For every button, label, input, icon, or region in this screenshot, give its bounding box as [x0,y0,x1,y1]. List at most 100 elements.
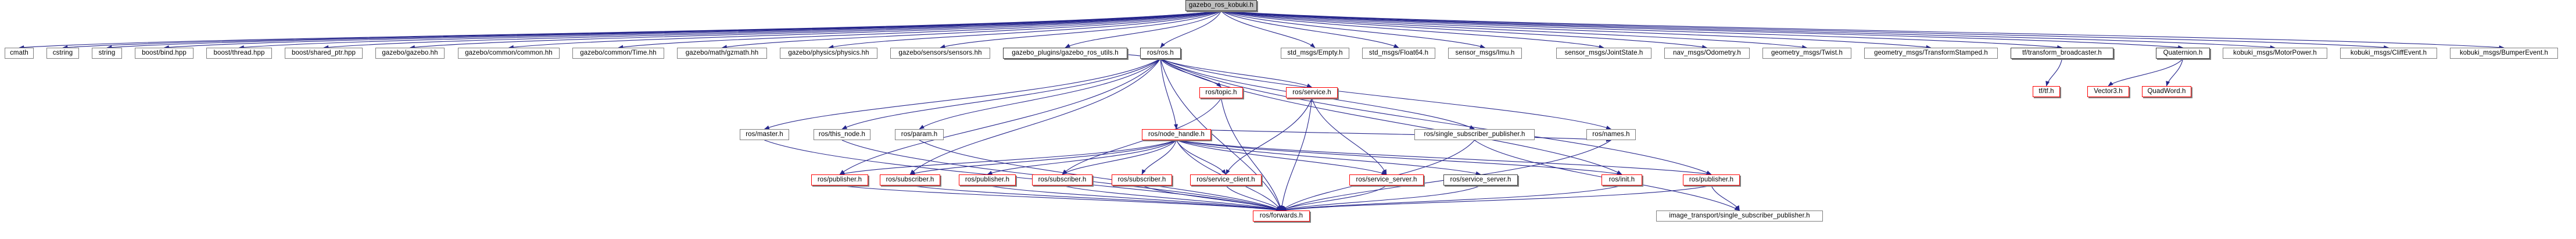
graph-node-ros_utils[interactable]: gazebo_plugins/gazebo_ros_utils.h [1003,48,1127,59]
graph-node-boost_thread[interactable]: boost/thread.hpp [206,48,272,59]
graph-node-subscriber3[interactable]: ros/subscriber.h [1112,174,1172,186]
graph-node-cmath[interactable]: cmath [5,48,34,59]
graph-node-label: ros/service_client.h [1196,176,1255,184]
graph-node-tf_h[interactable]: tf/tf.h [2033,86,2060,97]
graph-node-gazebo_hh[interactable]: gazebo/gazebo.hh [375,48,445,59]
graph-edge [19,10,1221,49]
graph-node-names[interactable]: ros/names.h [1586,129,1636,140]
graph-node-ssp[interactable]: ros/single_subscriber_publisher.h [1414,129,1535,140]
graph-node-label: std_msgs/Float64.h [1368,49,1429,57]
graph-node-label: boost/shared_ptr.hpp [291,49,356,57]
graph-node-boost_bind[interactable]: boost/bind.hpp [135,48,194,59]
graph-edge [839,58,1161,175]
graph-node-physics_hh[interactable]: gazebo/physics/physics.hh [780,48,877,59]
graph-edge [987,140,1177,175]
graph-node-label: ros/service_server.h [1450,176,1511,184]
graph-node-service_server1[interactable]: ros/service_server.h [1349,174,1424,186]
graph-node-time_hh[interactable]: gazebo/common/Time.hh [572,48,664,59]
graph-edge [828,10,1221,49]
graph-node-quatwatch[interactable]: QuadWord.h [2142,86,2191,97]
graph-node-boost_shared_ptr[interactable]: boost/shared_ptr.hpp [285,48,363,59]
graph-node-cstring[interactable]: cstring [46,48,79,59]
graph-node-node_handle[interactable]: ros/node_handle.h [1142,129,1211,140]
graph-node-string[interactable]: string [92,48,122,59]
graph-edge [2045,58,2063,87]
graph-edge [1226,98,1313,175]
graph-node-label: gazebo/math/gzmath.hh [685,49,759,57]
graph-node-imu[interactable]: sensor_msgs/Imu.h [1448,48,1522,59]
graph-edge [987,185,1282,212]
graph-edge [1311,98,1387,175]
graph-node-label: QuadWord.h [2147,87,2186,95]
graph-node-label: ros/subscriber.h [1038,176,1087,184]
graph-node-this_node[interactable]: ros/this_node.h [814,129,870,140]
graph-node-bumperevent[interactable]: kobuki_msgs/BumperEvent.h [2450,48,2558,59]
graph-node-label: ros/topic.h [1205,88,1237,97]
graph-edge [1160,58,1313,88]
graph-node-tfstamped[interactable]: geometry_msgs/TransformStamped.h [1864,48,1998,59]
graph-edge [909,140,1177,176]
graph-node-label: gazebo/sensors/sensors.hh [898,49,982,57]
graph-node-label: boost/bind.hpp [142,49,187,57]
graph-node-label: gazebo/physics/physics.hh [788,49,869,57]
graph-node-label: ros/this_node.h [818,130,866,138]
graph-edge [1062,185,1282,212]
graph-node-subscriber2[interactable]: ros/subscriber.h [1032,174,1092,186]
graph-node-label: kobuki_msgs/CliffEvent.h [2350,49,2427,57]
graph-node-label: geometry_msgs/TransformStamped.h [1874,49,1988,57]
graph-node-param[interactable]: ros/param.h [895,129,944,140]
graph-node-master[interactable]: ros/master.h [740,129,789,140]
graph-node-service[interactable]: ros/service.h [1286,87,1338,98]
graph-node-label: std_msgs/Empty.h [1287,49,1343,57]
graph-node-common_hh[interactable]: gazebo/common/common.hh [458,48,560,59]
graph-node-sensors_hh[interactable]: gazebo/sensors/sensors.hh [890,48,990,59]
graph-edge [1176,140,1387,175]
graph-edge [940,10,1221,49]
graph-node-cliffevent[interactable]: kobuki_msgs/CliffEvent.h [2340,48,2437,59]
graph-edge [1176,140,1622,176]
graph-node-topic[interactable]: ros/topic.h [1199,87,1243,98]
graph-node-label: cmath [10,49,28,57]
graph-node-root[interactable]: gazebo_ros_kobuki.h [1185,0,1257,11]
graph-node-service_client[interactable]: ros/service_client.h [1190,174,1262,186]
graph-node-forwards[interactable]: ros/forwards.h [1253,211,1310,222]
graph-node-publisher2[interactable]: ros/publisher.h [959,174,1016,186]
graph-node-it_ssp[interactable]: image_transport/single_subscriber_publis… [1656,211,1823,222]
graph-node-motorpower[interactable]: kobuki_msgs/MotorPower.h [2223,48,2327,59]
graph-edge [1176,140,1481,176]
graph-node-label: tf/tf.h [2038,87,2054,95]
graph-node-odometry[interactable]: nav_msgs/Odometry.h [1664,48,1750,59]
graph-edge [1221,10,1604,49]
graph-node-empty[interactable]: std_msgs/Empty.h [1281,48,1349,59]
graph-edge [2108,58,2183,87]
graph-node-tfbroadcaster[interactable]: tf/transform_broadcaster.h [2011,48,2113,59]
graph-node-label: image_transport/single_subscriber_publis… [1669,212,1810,220]
graph-edge [1160,58,1712,175]
graph-node-publisher3[interactable]: ros/publisher.h [1683,174,1740,186]
graph-node-jointstate[interactable]: sensor_msgs/JointState.h [1556,48,1651,59]
graph-edge [2166,58,2184,87]
graph-node-quaternion[interactable]: Quaternion.h [2156,48,2210,59]
graph-node-twist[interactable]: geometry_msgs/Twist.h [1762,48,1851,59]
graph-node-float64[interactable]: std_msgs/Float64.h [1362,48,1435,59]
graph-node-init[interactable]: ros/init.h [1602,174,1642,186]
graph-edge [1226,185,1282,211]
graph-node-vector3[interactable]: Vector3.h [2087,86,2129,97]
graph-node-label: gazebo/common/common.hh [465,49,553,57]
graph-node-gzmath_hh[interactable]: gazebo/math/gzmath.hh [677,48,767,59]
graph-node-label: gazebo/gazebo.hh [382,49,438,57]
graph-node-label: ros/names.h [1592,130,1630,138]
graph-node-label: gazebo/common/Time.hh [580,49,657,57]
graph-node-ros_ros[interactable]: ros/ros.h [1140,48,1181,59]
graph-node-subscriber1[interactable]: ros/subscriber.h [880,174,940,186]
graph-edge [1221,10,2505,49]
graph-edge [1160,10,1221,48]
graph-node-service_server2[interactable]: ros/service_server.h [1443,174,1518,186]
graph-node-label: kobuki_msgs/MotorPower.h [2233,49,2317,57]
graph-edge [1221,10,1808,49]
graph-node-label: boost/thread.hpp [213,49,265,57]
graph-edge [618,10,1221,49]
graph-node-label: ros/node_handle.h [1148,130,1205,138]
graph-edge [106,10,1221,49]
graph-node-publisher1[interactable]: ros/publisher.h [811,174,868,186]
